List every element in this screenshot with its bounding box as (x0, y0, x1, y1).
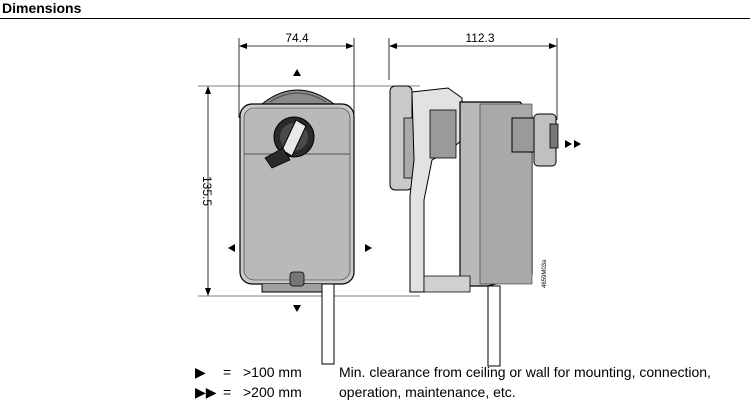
clearance-arrow-top (293, 69, 301, 76)
legend-note-line-2: operation, maintenance, etc. (339, 384, 516, 400)
actuator-side-view (389, 85, 559, 367)
width-dimension: 74.4 (238, 31, 355, 118)
width-dimension-label: 74.4 (285, 31, 309, 45)
single-arrow-symbol: ▶ (195, 364, 206, 380)
actuator-front-view (239, 89, 355, 365)
drawing-code: 4659M03a (542, 259, 548, 288)
legend-equals: = (223, 384, 232, 400)
clearance-arrow-right (365, 244, 372, 252)
legend-row-double: ▶▶ = >200 mm (195, 383, 353, 401)
legend-value-single: >100 mm (243, 364, 302, 380)
double-arrow-symbol: ▶▶ (195, 384, 217, 400)
clearance-arrow-bottom (293, 305, 301, 312)
height-dimension: 135.5 (198, 85, 420, 297)
depth-dimension-label: 112.3 (465, 31, 494, 45)
clearance-arrow-left (228, 244, 235, 252)
clearance-double-arrow-side (565, 140, 581, 148)
legend-note-line-1: Min. clearance from ceiling or wall for … (339, 364, 711, 380)
legend-equals: = (223, 364, 232, 380)
depth-dimension: 112.3 (388, 31, 558, 120)
legend-value-double: >200 mm (243, 384, 302, 400)
height-dimension-label: 135.5 (200, 176, 214, 206)
section-title: Dimensions (2, 0, 82, 16)
title-divider (0, 18, 750, 19)
legend-row-single: ▶ = >100 mm (195, 363, 353, 381)
